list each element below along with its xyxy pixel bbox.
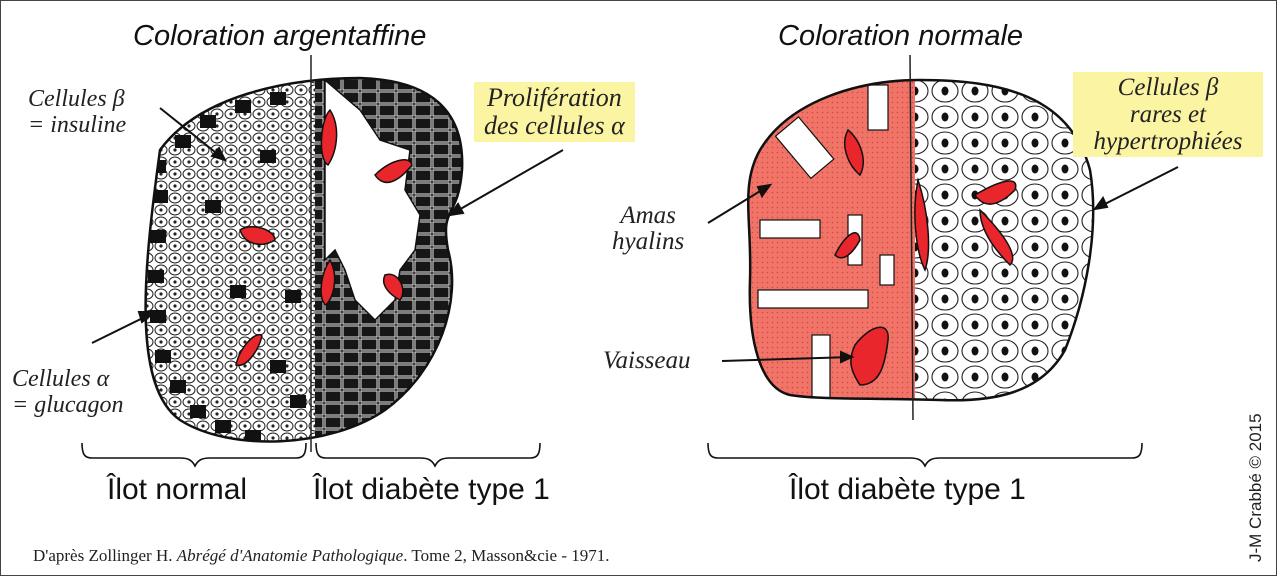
label-amas-line2: hyalins	[612, 229, 684, 255]
label-alpha-line2: = glucagon	[12, 392, 124, 418]
left-panel-title: Coloration argentaffine	[133, 20, 426, 53]
label-alpha-cells: Cellules α = glucagon	[12, 366, 124, 418]
label-beta-line2: = insuline	[28, 112, 126, 138]
footer-suffix: . Tome 2, Masson&cie - 1971.	[403, 546, 609, 565]
label-beta-rare-line3: hypertrophiées	[1083, 128, 1253, 155]
label-prolif-line2: des cellules α	[484, 112, 625, 140]
footer-citation: D'après Zollinger H. Abrégé d'Anatomie P…	[33, 546, 609, 566]
label-hyaline-masses: Amas hyalins	[612, 203, 684, 255]
left-islet	[140, 70, 475, 460]
caption-diabetic-islet-right: Îlot diabète type 1	[789, 473, 1026, 507]
right-panel-title: Coloration normale	[778, 20, 1023, 53]
label-alpha-line1: Cellules α	[12, 366, 124, 392]
label-vessel: Vaisseau	[603, 348, 691, 374]
label-beta-rare-line1: Cellules β	[1083, 74, 1253, 101]
label-beta-rare-line2: rares et	[1083, 101, 1253, 128]
label-amas-line1: Amas	[612, 203, 684, 229]
label-beta-rare: Cellules β rares et hypertrophiées	[1073, 72, 1263, 157]
brackets	[82, 443, 1142, 466]
label-beta-line1: Cellules β	[28, 86, 126, 112]
label-beta-cells: Cellules β = insuline	[28, 86, 126, 138]
label-alpha-proliferation: Prolifération des cellules α	[474, 82, 635, 142]
normal-islet-half	[140, 70, 315, 460]
footer-book-title: Abrégé d'Anatomie Pathologique	[177, 546, 403, 565]
label-prolif-line1: Prolifération	[484, 84, 625, 112]
copyright-notice: J-M Crabbé © 2015	[1246, 413, 1266, 562]
footer-prefix: D'après Zollinger H.	[33, 546, 177, 565]
caption-diabetic-islet-left: Îlot diabète type 1	[313, 473, 550, 507]
caption-normal-islet: Îlot normal	[107, 473, 247, 507]
